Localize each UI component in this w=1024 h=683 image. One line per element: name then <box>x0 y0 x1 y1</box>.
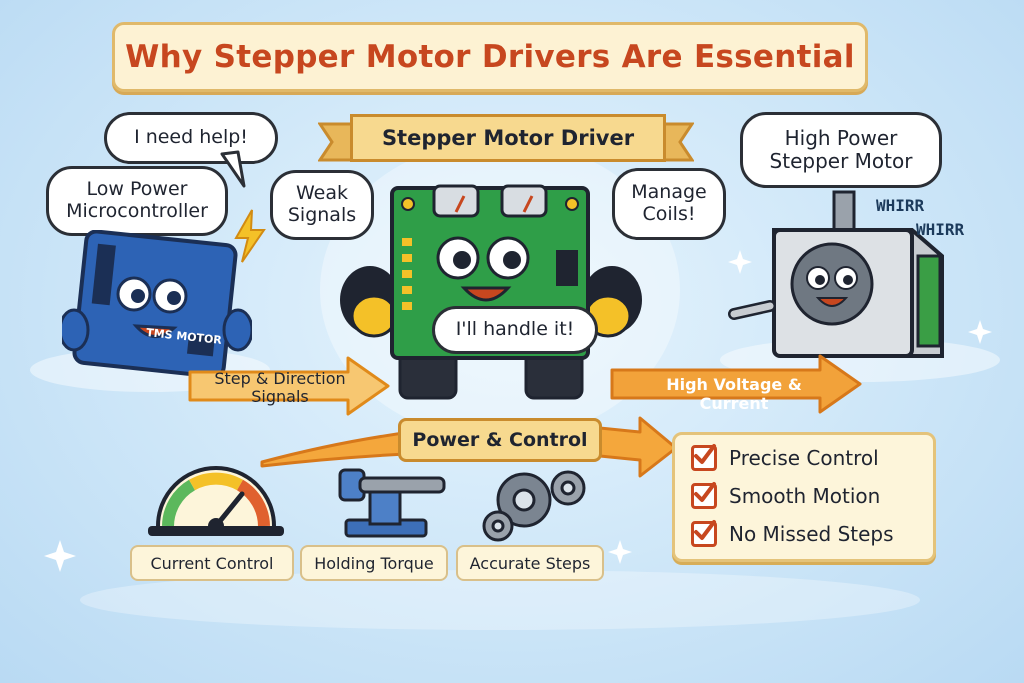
title-banner: Why Stepper Motor Drivers Are Essential <box>112 22 868 92</box>
step-direction-line1: Step & Direction <box>214 369 346 388</box>
page-title: Why Stepper Motor Drivers Are Essential <box>125 39 855 75</box>
handle-it-bubble: I'll handle it! <box>432 306 598 354</box>
mcu-label-line2: Microcontroller <box>66 200 208 222</box>
checkmark-icon <box>691 444 717 471</box>
motor-label-line1: High Power <box>784 126 898 150</box>
step-direction-arrow <box>188 356 390 416</box>
benefit-item: Smooth Motion <box>691 482 881 509</box>
lightning-icon <box>234 209 266 263</box>
motor-label-line2: Stepper Motor <box>769 149 913 173</box>
help-bubble-tail <box>220 150 246 188</box>
mcu-label-line1: Low Power <box>86 178 188 201</box>
gears-icon <box>482 470 586 542</box>
feature-tag: Current Control <box>130 545 294 581</box>
benefit-item: No Missed Steps <box>691 520 894 547</box>
torque-clamp-icon <box>338 468 446 538</box>
feature-tag: Accurate Steps <box>456 545 604 581</box>
power-control-label: Power & Control <box>398 418 602 462</box>
help-text: I need help! <box>134 126 248 149</box>
power-control-text: Power & Control <box>412 429 588 451</box>
weak-line2: Signals <box>287 204 357 226</box>
driver-ribbon: Stepper Motor Driver <box>350 114 666 162</box>
benefit-label: Precise Control <box>729 446 879 470</box>
high-voltage-label: High Voltage & Current <box>666 375 802 413</box>
feature-label: Holding Torque <box>314 553 434 573</box>
benefits-checklist: Precise Control Smooth Motion No Missed … <box>672 432 936 562</box>
manage-line2: Coils! <box>642 203 696 225</box>
feature-tag: Holding Torque <box>300 545 448 581</box>
sound-effect-1: WHIRR <box>876 196 925 215</box>
manage-line1: Manage <box>631 181 707 204</box>
driver-title: Stepper Motor Driver <box>381 126 635 150</box>
high-voltage-arrow <box>610 354 862 414</box>
handle-text: I'll handle it! <box>455 318 575 341</box>
microcontroller-label-bubble: Low Power Microcontroller <box>46 166 228 236</box>
manage-coils-bubble: Manage Coils! <box>612 168 726 240</box>
motor-label-bubble: High Power Stepper Motor <box>740 112 942 188</box>
checkmark-icon <box>691 482 717 509</box>
checkmark-icon <box>691 520 717 547</box>
microcontroller-character <box>62 230 252 379</box>
step-direction-label: Step & Direction Signals <box>196 369 364 407</box>
benefit-label: No Missed Steps <box>729 522 894 546</box>
sound-effect-2: WHIRR <box>916 220 965 239</box>
stepper-motor-character <box>728 190 944 358</box>
weak-signals-bubble: Weak Signals <box>270 170 374 240</box>
gauge-icon <box>148 466 284 536</box>
benefit-label: Smooth Motion <box>729 484 881 508</box>
step-direction-line2: Signals <box>251 387 309 407</box>
help-speech-bubble: I need help! <box>104 112 278 164</box>
feature-label: Current Control <box>150 553 274 573</box>
benefit-item: Precise Control <box>691 444 879 471</box>
weak-line1: Weak <box>295 182 348 205</box>
feature-label: Accurate Steps <box>469 553 591 573</box>
